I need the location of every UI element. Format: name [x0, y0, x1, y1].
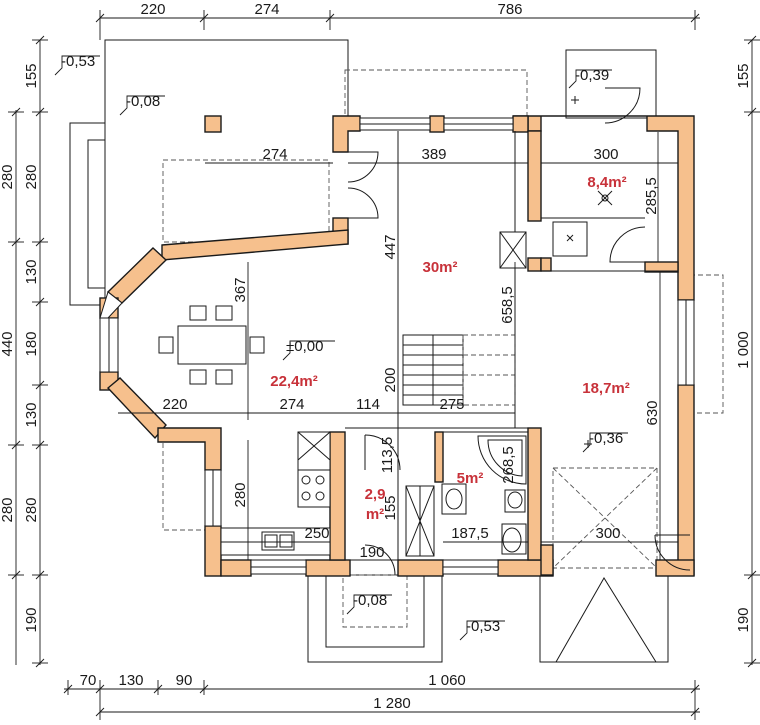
dim-interior-389: 389: [421, 146, 446, 163]
room-area-wc-unit: m²: [366, 506, 384, 523]
windows: [99, 117, 695, 575]
dim-bottom-1280: 1 280: [373, 695, 411, 712]
dim-top-220: 220: [140, 1, 165, 18]
dim-left-155: 155: [23, 63, 40, 88]
dim-right-155: 155: [735, 63, 752, 88]
bathroom-fixtures: [405, 435, 527, 557]
dim-interior-220-mid: 220: [162, 396, 187, 413]
dim-interior-250: 250: [304, 525, 329, 542]
dim-interior-300-top: 300: [593, 146, 618, 163]
dim-right-190: 190: [735, 607, 752, 632]
dim-interior-190-wc: 190: [359, 544, 384, 561]
dim-left-130-b: 130: [23, 402, 40, 427]
dim-left-outer-440: 440: [0, 331, 16, 356]
dim-interior-274-top: 274: [262, 146, 287, 163]
dim-interior-447: 447: [382, 234, 399, 259]
interior-dimension-lines: [118, 131, 678, 561]
room-area-wc-value: 2,9: [365, 486, 386, 503]
dim-bottom-1060: 1 060: [428, 672, 466, 689]
top-dimension-line: [95, 10, 700, 40]
dim-left-outer-280-b: 280: [0, 497, 16, 522]
right-dimension-lines: [744, 35, 760, 668]
level-mark-1: -0,53: [61, 53, 95, 70]
dim-interior-274-mid: 274: [279, 396, 304, 413]
room-area-living: 30m²: [422, 259, 457, 276]
dim-interior-114: 114: [356, 396, 380, 413]
terrace-outlines: [69, 39, 724, 663]
dim-interior-300-garage: 300: [595, 525, 620, 542]
dim-interior-630: 630: [644, 400, 661, 425]
dim-left-130-a: 130: [23, 259, 40, 284]
room-area-garage: 18,7m²: [582, 380, 630, 397]
dim-interior-113-5: 113,5: [379, 437, 396, 473]
dim-right-1000: 1 000: [735, 331, 752, 369]
level-marks: [54, 55, 628, 641]
level-mark-2: -0,08: [126, 93, 160, 110]
level-mark-zero: ±0,00: [286, 338, 323, 355]
dim-interior-155-wc: 155: [382, 495, 399, 520]
dim-left-180: 180: [23, 331, 40, 356]
level-mark-5: -0,36: [589, 430, 623, 447]
dim-interior-285-5: 285,5: [643, 177, 660, 215]
doors: [347, 87, 691, 576]
dim-left-280-b: 280: [23, 497, 40, 522]
dim-interior-268-5: 268,5: [500, 446, 517, 484]
level-mark-7: -0,53: [466, 618, 500, 635]
kitchen-units: [220, 431, 331, 556]
dim-left-280-a: 280: [23, 164, 40, 189]
boiler-room-units: [499, 221, 588, 269]
dim-interior-187-5: 187,5: [451, 525, 489, 542]
dim-bottom-90: 90: [176, 672, 193, 689]
light-marks: [571, 96, 613, 448]
left-dimension-lines: [8, 35, 48, 668]
dining-set: [158, 305, 265, 385]
dim-interior-280-kitchen: 280: [232, 482, 249, 507]
level-mark-3: -0,39: [575, 67, 609, 84]
room-area-boiler: 8,4m²: [587, 174, 626, 191]
dim-interior-658-5: 658,5: [499, 286, 516, 324]
room-area-bath: 5m²: [457, 470, 484, 487]
dim-top-786: 786: [497, 1, 522, 18]
dim-left-outer-280-a: 280: [0, 164, 16, 189]
room-area-dining: 22,4m²: [270, 373, 318, 390]
staircase: [402, 334, 516, 406]
dim-interior-367: 367: [232, 277, 249, 302]
dim-left-190: 190: [23, 607, 40, 632]
bottom-dimension-lines: [63, 680, 700, 720]
dim-bottom-130: 130: [118, 672, 143, 689]
dim-top-274: 274: [254, 1, 279, 18]
dim-interior-200: 200: [382, 367, 399, 392]
dim-bottom-70: 70: [80, 672, 97, 689]
level-mark-6: -0,08: [353, 592, 387, 609]
dim-interior-275: 275: [439, 396, 464, 413]
